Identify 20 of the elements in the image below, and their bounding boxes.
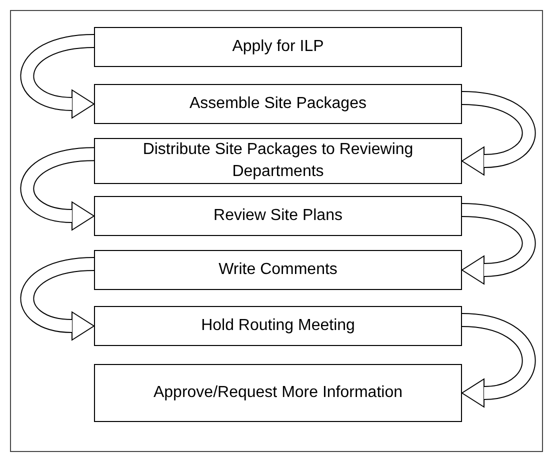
curved-arrow bbox=[20, 147, 94, 230]
step-text: Write Comments bbox=[218, 260, 338, 280]
step-text: Approve/Request More Information bbox=[153, 383, 402, 403]
process-box bbox=[94, 138, 462, 184]
step-text: Apply for ILP bbox=[232, 37, 324, 57]
process-box bbox=[94, 250, 462, 290]
curved-arrow bbox=[462, 91, 536, 176]
step-text: Review Site Plans bbox=[214, 206, 342, 226]
process-box bbox=[94, 27, 462, 67]
process-box bbox=[94, 364, 462, 422]
curved-arrow bbox=[461, 313, 536, 408]
step-text: Assemble Site Packages bbox=[190, 94, 366, 114]
process-box bbox=[94, 306, 462, 346]
process-box bbox=[94, 84, 462, 124]
curved-arrow bbox=[20, 257, 94, 340]
curved-arrow bbox=[20, 34, 94, 118]
step-text: Distribute Site Packages to Reviewing Departments bbox=[142, 140, 414, 182]
step-text: Hold Routing Meeting bbox=[201, 316, 355, 336]
curved-arrow bbox=[462, 203, 536, 284]
process-box bbox=[94, 196, 462, 236]
